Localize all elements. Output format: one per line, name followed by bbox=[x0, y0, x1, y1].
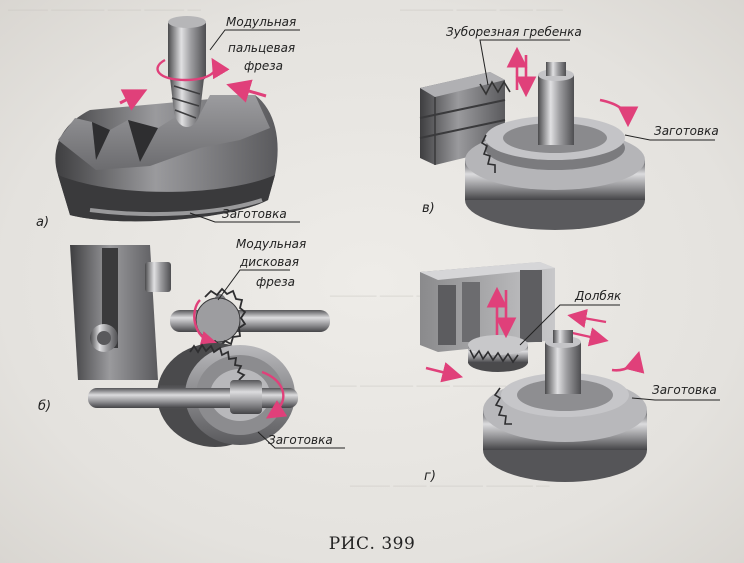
panel-g-work-label: Заготовка bbox=[652, 383, 717, 397]
panel-b-letter: б) bbox=[38, 399, 51, 414]
disc-cutter bbox=[195, 297, 241, 343]
panel-g-letter: г) bbox=[424, 469, 436, 484]
panel-b-work-label: Заготовка bbox=[268, 433, 333, 447]
panel-v-letter: в) bbox=[422, 201, 435, 216]
panel-v-tool-label: Зуборезная гребенка bbox=[446, 25, 582, 39]
gear-shaper-cutter bbox=[468, 335, 528, 372]
workpiece-a-teeth bbox=[58, 95, 270, 170]
finger-cutter-shank bbox=[168, 20, 206, 80]
panel-b: Модульная дисковая фреза Заготовка б) bbox=[38, 237, 345, 449]
panel-a-tool-label-2: пальцевая bbox=[228, 41, 295, 55]
figure-caption: РИС. 399 bbox=[328, 534, 416, 554]
panel-g: Долбяк Заготовка г) bbox=[420, 262, 720, 484]
panel-b-tool-label-1: Модульная bbox=[236, 237, 306, 251]
workpiece-g bbox=[483, 373, 647, 482]
panel-a: Модульная пальцевая фреза Заготовка а) bbox=[36, 15, 300, 230]
panel-v: Зуборезная гребенка Заготовка в) bbox=[419, 25, 719, 230]
panel-a-tool-label-3: фреза bbox=[244, 59, 283, 73]
panel-a-tool-label-1: Модульная bbox=[226, 15, 296, 29]
panel-g-tool-label: Долбяк bbox=[574, 289, 622, 303]
panel-a-work-label: Заготовка bbox=[222, 207, 287, 221]
spindle-v bbox=[538, 75, 574, 145]
spindle-g bbox=[545, 342, 581, 394]
panel-v-work-label: Заготовка bbox=[654, 124, 719, 138]
workpiece-b-axle bbox=[88, 388, 298, 408]
panel-b-tool-label-2: дисковая bbox=[239, 255, 299, 269]
panel-b-tool-label-3: фреза bbox=[256, 275, 295, 289]
panel-a-letter: а) bbox=[36, 215, 49, 230]
